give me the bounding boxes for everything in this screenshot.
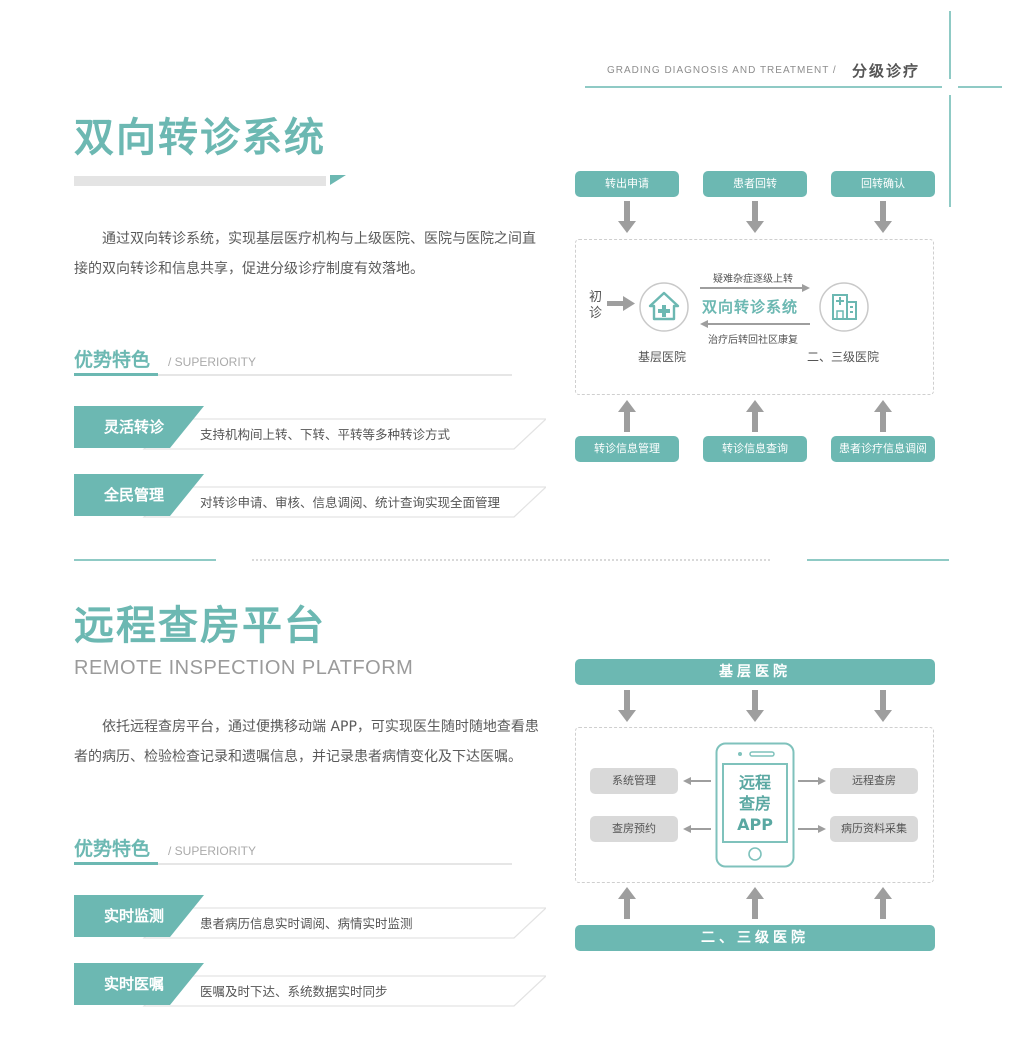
arrow-up-icon xyxy=(746,400,764,432)
bottom-box: 患者诊疗信息调阅 xyxy=(831,436,935,462)
feature-desc: 医嘱及时下达、系统数据实时同步 xyxy=(200,984,388,999)
superiority-rule xyxy=(74,374,512,376)
right-function-box: 病历资料采集 xyxy=(830,816,918,842)
bottom-box: 转诊信息管理 xyxy=(575,436,679,462)
primary-hospital-icon xyxy=(639,282,689,332)
header-chinese: 分级诊疗 xyxy=(852,62,921,80)
header-rule xyxy=(585,86,942,88)
smartphone-icon xyxy=(715,742,795,868)
arrow-up-icon xyxy=(874,887,892,919)
title-underline-flag-icon xyxy=(330,175,346,185)
feature-desc: 支持机构间上转、下转、平转等多种转诊方式 xyxy=(200,427,451,442)
vertical-rule-top xyxy=(949,11,951,79)
section1-superiority-title: 优势特色 xyxy=(74,349,151,371)
app-name-line1: 远程 xyxy=(738,773,771,792)
section2-superiority-en: / SUPERIORITY xyxy=(168,844,257,858)
feature-desc: 患者病历信息实时调阅、病情实时监测 xyxy=(200,916,413,931)
top-box: 回转确认 xyxy=(831,171,935,197)
feature-banner-shape xyxy=(74,406,546,450)
top-box: 转出申请 xyxy=(575,171,679,197)
title-underline-bar xyxy=(74,176,326,186)
left-function-box: 系统管理 xyxy=(590,768,678,794)
remote-app-container xyxy=(575,727,934,883)
arrow-right-icon xyxy=(607,296,635,311)
section1-description: 通过双向转诊系统，实现基层医疗机构与上级医院、医院与医院之间直接的双向转诊和信息… xyxy=(74,231,536,277)
arrow-down-icon xyxy=(746,201,764,233)
section-divider-dotted xyxy=(252,559,770,561)
arrow-left-line-icon xyxy=(700,320,810,328)
section-divider-right xyxy=(807,559,949,561)
feature-row: 灵活转诊 支持机构间上转、下转、平转等多种转诊方式 xyxy=(74,406,546,450)
left-function-box: 查房预约 xyxy=(590,816,678,842)
app-name-line2: 查房 xyxy=(738,794,771,813)
arrow-down-icon xyxy=(618,201,636,233)
superiority-rule-accent xyxy=(74,373,158,376)
section1-title: 双向转诊系统 xyxy=(74,115,326,161)
entry-label: 初诊 xyxy=(589,290,603,321)
superiority-rule-accent xyxy=(74,862,158,865)
arrow-down-icon xyxy=(746,690,764,722)
tertiary-hospital-bar: 二、三级医院 xyxy=(575,925,935,951)
downward-referral-label: 治疗后转回社区康复 xyxy=(708,335,798,346)
arrow-right-icon xyxy=(798,825,826,833)
arrow-up-icon xyxy=(618,887,636,919)
arrow-up-icon xyxy=(746,887,764,919)
feature-label: 实时监测 xyxy=(104,907,165,925)
feature-desc: 对转诊申请、审核、信息调阅、统计查询实现全面管理 xyxy=(200,495,501,510)
arrow-up-icon xyxy=(618,400,636,432)
section2-superiority-title: 优势特色 xyxy=(74,838,151,860)
feature-row: 实时医嘱 医嘱及时下达、系统数据实时同步 xyxy=(74,963,546,1007)
feature-label: 全民管理 xyxy=(104,486,165,504)
feature-label: 灵活转诊 xyxy=(104,418,165,436)
tertiary-hospital-icon xyxy=(819,282,869,332)
right-function-box: 远程查房 xyxy=(830,768,918,794)
superiority-rule xyxy=(74,863,512,865)
feature-row: 实时监测 患者病历信息实时调阅、病情实时监测 xyxy=(74,895,546,939)
section1-superiority-en: / SUPERIORITY xyxy=(168,355,257,369)
arrow-right-line-icon xyxy=(700,284,810,292)
feature-banner-shape xyxy=(74,963,546,1007)
header-rule-right xyxy=(958,86,1002,88)
primary-hospital-bar: 基层医院 xyxy=(575,659,935,685)
arrow-up-icon xyxy=(874,400,892,432)
arrow-right-icon xyxy=(798,777,826,785)
app-name-line3: APP xyxy=(737,815,773,834)
section2-description: 依托远程查房平台，通过便携移动端 APP，可实现医生随时随地查看患者的病历、检验… xyxy=(74,719,539,765)
feature-label: 实时医嘱 xyxy=(104,975,165,993)
center-system-title: 双向转诊系统 xyxy=(702,298,799,316)
top-box: 患者回转 xyxy=(703,171,807,197)
vertical-rule-bottom xyxy=(949,95,951,207)
tertiary-hospital-label: 二、三级医院 xyxy=(807,350,880,364)
section2-title: 远程查房平台 xyxy=(74,603,326,649)
section-divider-left xyxy=(74,559,216,561)
bottom-box: 转诊信息查询 xyxy=(703,436,807,462)
primary-hospital-label: 基层医院 xyxy=(638,350,687,364)
section2-subtitle: REMOTE INSPECTION PLATFORM xyxy=(74,657,414,679)
arrow-down-icon xyxy=(874,201,892,233)
feature-banner-shape xyxy=(74,895,546,939)
feature-banner-shape xyxy=(74,474,546,518)
arrow-left-icon xyxy=(683,777,711,785)
arrow-left-icon xyxy=(683,825,711,833)
upward-referral-label: 疑难杂症逐级上转 xyxy=(713,274,793,285)
referral-system-container xyxy=(575,239,934,395)
feature-row: 全民管理 对转诊申请、审核、信息调阅、统计查询实现全面管理 xyxy=(74,474,546,518)
header-english: GRADING DIAGNOSIS AND TREATMENT / xyxy=(607,65,837,76)
arrow-down-icon xyxy=(618,690,636,722)
arrow-down-icon xyxy=(874,690,892,722)
